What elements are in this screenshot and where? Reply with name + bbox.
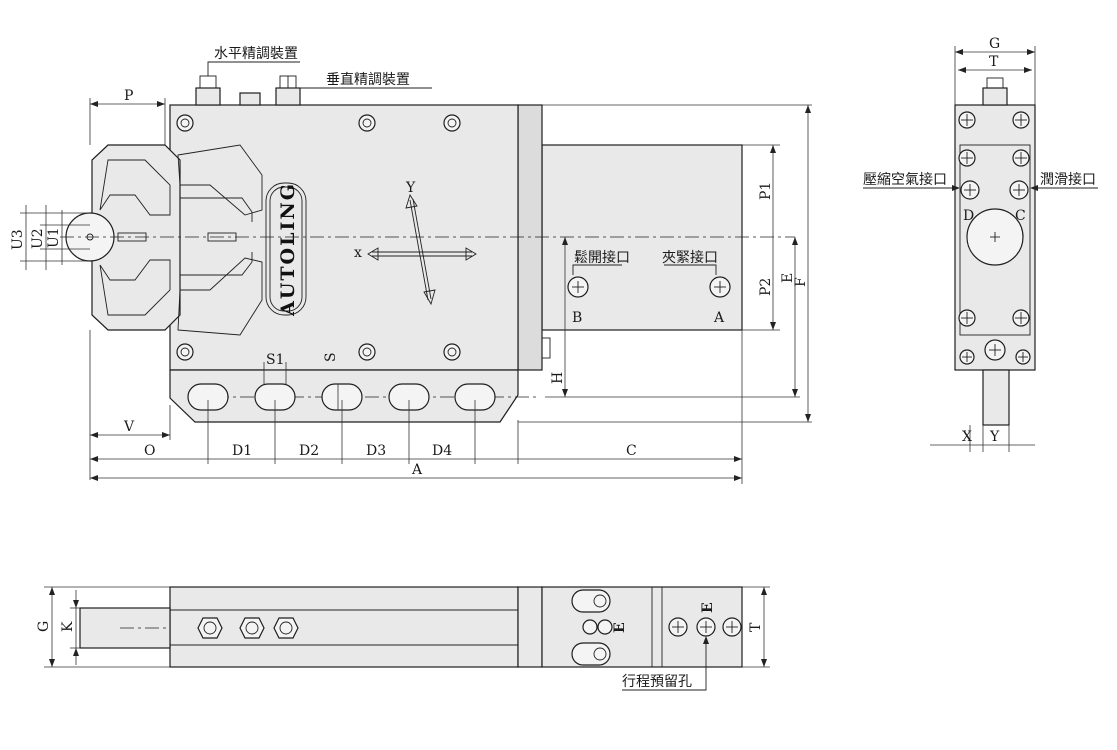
axis-y-label: Y bbox=[405, 180, 416, 196]
dim-d2: D2 bbox=[299, 443, 319, 459]
vertical-adjust-label: 垂直精調裝置 bbox=[326, 71, 410, 88]
dim-u1: U1 bbox=[46, 227, 62, 248]
brand-plate bbox=[265, 182, 307, 316]
bottom-view: E E 行程預留孔 G K T bbox=[36, 586, 770, 691]
dim-t: T bbox=[989, 54, 999, 70]
dim-f: F bbox=[793, 277, 809, 287]
dim-bottom-k: K bbox=[60, 621, 76, 632]
dim-p2: P2 bbox=[758, 278, 774, 296]
body-screws bbox=[176, 114, 461, 361]
dim-p: P bbox=[124, 88, 133, 104]
adjust-knobs bbox=[195, 75, 301, 106]
release-port-label: 鬆開接口 bbox=[574, 249, 630, 266]
front-view: AUTOLING x Y 鬆開接口 夾緊接口 B A 水平精調裝置 垂直精調裝置 bbox=[10, 46, 812, 484]
dim-u3: U3 bbox=[10, 229, 26, 250]
front-dimension-arrows bbox=[90, 101, 811, 481]
lubrication-port-label: 潤滑接口 bbox=[1040, 171, 1096, 188]
stroke-reserve-hole-label: 行程預留孔 bbox=[622, 674, 692, 690]
mount-slots bbox=[187, 383, 496, 411]
bottom-body-main bbox=[169, 586, 519, 668]
dim-s: S bbox=[323, 352, 339, 362]
port-a-label: A bbox=[713, 310, 725, 326]
dim-y: Y bbox=[989, 429, 1000, 445]
port-c-label: C bbox=[1015, 208, 1026, 224]
horizontal-adjust-label: 水平精調裝置 bbox=[214, 46, 298, 62]
dim-bottom-t: T bbox=[748, 622, 764, 632]
dim-s1: S1 bbox=[266, 352, 285, 368]
side-view: 壓縮空氣接口 潤滑接口 D C G T X Y bbox=[863, 36, 1098, 452]
dim-g: G bbox=[989, 36, 1000, 52]
dim-d1: D1 bbox=[232, 443, 252, 459]
bottom-nuts bbox=[197, 617, 299, 639]
compressed-air-port-label: 壓縮空氣接口 bbox=[863, 171, 947, 188]
side-screws bbox=[958, 111, 1031, 365]
dim-h: H bbox=[550, 372, 566, 384]
bottom-e-label-2: E bbox=[700, 602, 716, 613]
cylinder-body bbox=[541, 144, 743, 331]
front-dimension-lines bbox=[20, 98, 812, 484]
port-d-label: D bbox=[963, 208, 974, 224]
dim-d4: D4 bbox=[432, 443, 452, 459]
dim-e: E bbox=[780, 273, 796, 283]
dim-v: V bbox=[123, 419, 135, 435]
dim-bottom-g: G bbox=[36, 621, 52, 632]
bottom-e-label-1: E bbox=[612, 622, 628, 633]
dim-c: C bbox=[626, 443, 637, 459]
brand-label: AUTOLING bbox=[277, 182, 299, 317]
dim-a: A bbox=[411, 462, 423, 478]
side-dimension-lines bbox=[930, 46, 1036, 452]
dim-d3: D3 bbox=[366, 443, 386, 459]
port-b-label: B bbox=[572, 310, 582, 326]
dim-x: X bbox=[962, 429, 972, 445]
middle-plate bbox=[517, 104, 543, 371]
dim-o: O bbox=[144, 443, 155, 459]
dim-u2: U2 bbox=[30, 228, 46, 249]
clamp-port-label: 夾緊接口 bbox=[662, 249, 718, 266]
dim-p1: P1 bbox=[758, 182, 774, 200]
axis-x-label: x bbox=[354, 245, 362, 261]
main-body bbox=[169, 104, 519, 371]
left-jaw-holder bbox=[91, 144, 181, 331]
